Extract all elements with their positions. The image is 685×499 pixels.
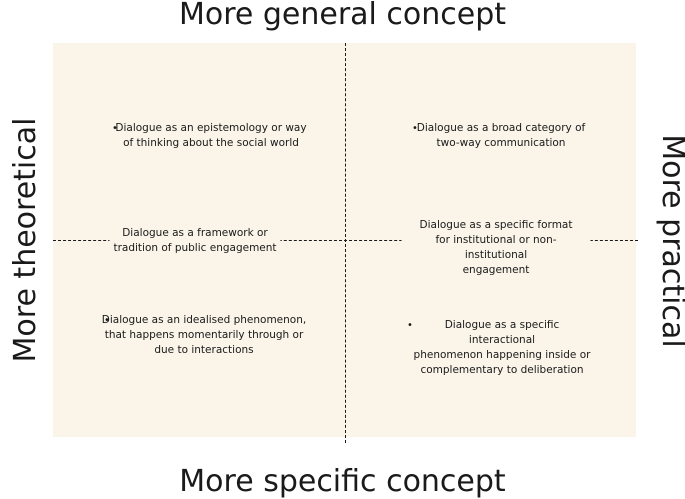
item-idealised-phenomenon: Dialogue as an idealised phenomenon, tha… xyxy=(101,314,307,356)
item-epistemology: Dialogue as an epistemology or way of th… xyxy=(115,122,307,149)
item-broad-category: Dialogue as a broad category of two-way … xyxy=(416,122,586,149)
top-axis-title: More general concept xyxy=(178,0,507,32)
item-interactional-phenomenon: Dialogue as a specific interactional phe… xyxy=(413,319,591,376)
bullet-icon: • xyxy=(104,315,110,326)
bullet-icon: • xyxy=(112,123,118,134)
left-axis-title: More theoretical xyxy=(8,117,43,363)
bottom-axis-title: More specific concept xyxy=(179,464,506,499)
item-framework: Dialogue as a framework or tradition of … xyxy=(109,226,281,256)
bullet-icon: • xyxy=(412,123,418,134)
bullet-icon: • xyxy=(407,320,413,331)
vertical-dashed-axis xyxy=(345,43,346,443)
item-specific-format: Dialogue as a specific format for instit… xyxy=(401,218,591,278)
right-axis-title: More practical xyxy=(655,134,685,348)
